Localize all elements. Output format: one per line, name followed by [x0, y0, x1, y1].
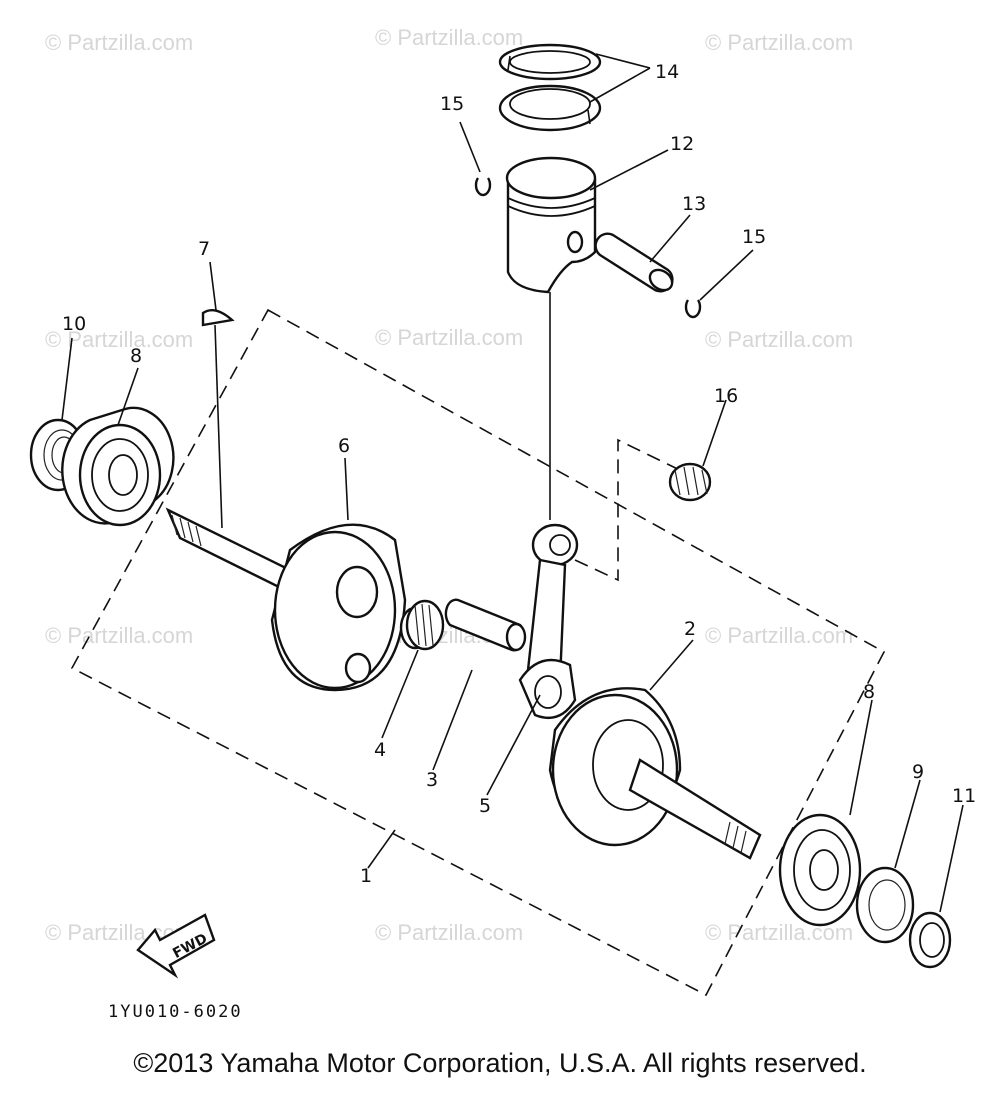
bearing-16-guide-line [574, 438, 691, 582]
callout-15a: 15 [440, 93, 464, 115]
callouts: 14 15 12 13 15 7 10 8 6 16 2 4 3 5 8 9 1… [62, 61, 976, 887]
callout-7: 7 [198, 238, 210, 260]
drawing-code: 1YU010-6020 [108, 1002, 243, 1022]
watermark: © Partzilla.com [375, 25, 523, 50]
callout-11: 11 [952, 785, 976, 807]
circlip-left [474, 177, 492, 197]
callout-15b: 15 [742, 226, 766, 248]
watermark-layer: © Partzilla.com © Partzilla.com © Partzi… [45, 25, 853, 945]
small-end-bearing [668, 462, 712, 502]
callout-5: 5 [479, 795, 491, 817]
woodruff-key [201, 309, 235, 327]
watermark: © Partzilla.com [45, 327, 193, 352]
callout-16: 16 [714, 385, 738, 407]
callout-8b: 8 [863, 681, 875, 703]
callout-3: 3 [426, 769, 438, 791]
piston-pin [594, 232, 674, 293]
watermark: © Partzilla.com [375, 325, 523, 350]
leader-lines [61, 53, 964, 913]
crank-half-right [548, 687, 762, 860]
watermark: © Partzilla.com [45, 623, 193, 648]
oil-seal-right [855, 866, 915, 944]
crankshaft-assembly-boundary [70, 308, 886, 997]
circlip-right [684, 299, 702, 319]
callout-6: 6 [338, 435, 350, 457]
callout-4: 4 [374, 739, 386, 761]
copyright-notice: ©2013 Yamaha Motor Corporation, U.S.A. A… [133, 1048, 867, 1078]
bearing-left [61, 406, 175, 527]
needle-bearing [399, 599, 445, 651]
key-guide-line [214, 324, 223, 529]
watermark: © Partzilla.com [705, 623, 853, 648]
watermark: © Partzilla.com [375, 920, 523, 945]
callout-14: 14 [655, 61, 679, 83]
crank-pin [444, 598, 527, 652]
crank-half-left [165, 507, 407, 692]
piston [505, 156, 597, 294]
callout-2: 2 [684, 618, 696, 640]
fwd-arrow-icon: FWD [136, 913, 216, 979]
callout-1: 1 [360, 865, 372, 887]
callout-10: 10 [62, 313, 86, 335]
callout-12: 12 [670, 133, 694, 155]
callout-9: 9 [912, 761, 924, 783]
collar [908, 911, 952, 969]
piston-rings [498, 43, 602, 132]
callout-8a: 8 [130, 345, 142, 367]
watermark: © Partzilla.com [45, 30, 193, 55]
bearing-right [778, 813, 862, 927]
callout-13: 13 [682, 193, 706, 215]
connecting-rod [518, 523, 579, 720]
watermark: © Partzilla.com [705, 327, 853, 352]
watermark: © Partzilla.com [705, 30, 853, 55]
